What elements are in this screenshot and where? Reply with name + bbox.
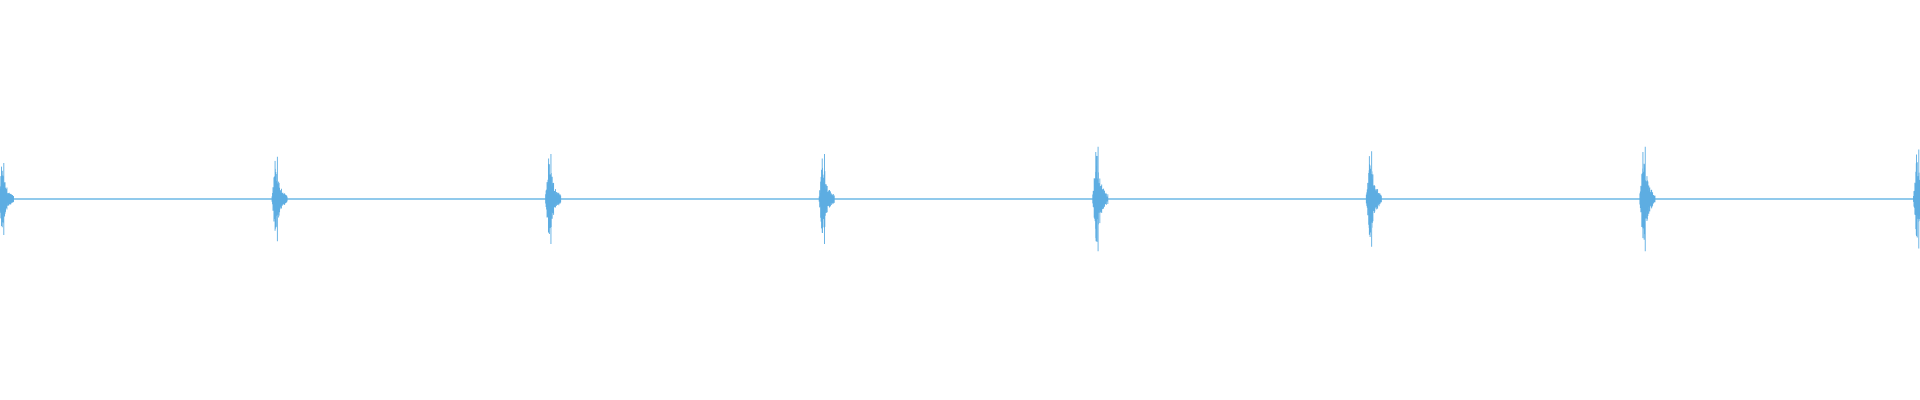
waveform-burst [818,154,835,244]
waveform-burst-path [271,156,288,242]
waveform-burst-path [1365,151,1382,247]
waveform-burst-path [1639,146,1656,252]
waveform-burst [1365,151,1382,247]
waveform-burst [271,156,288,242]
waveform-burst-path [545,154,562,244]
waveform-burst [1092,146,1109,252]
waveform-burst-path [1092,146,1109,252]
waveform-burst [1639,146,1656,252]
waveform-burst [1913,149,1920,249]
waveform-burst [0,163,14,235]
waveform-burst-path [0,163,14,235]
waveform-burst-path [1913,149,1920,249]
waveform-burst-path [818,154,835,244]
waveform-burst [545,154,562,244]
